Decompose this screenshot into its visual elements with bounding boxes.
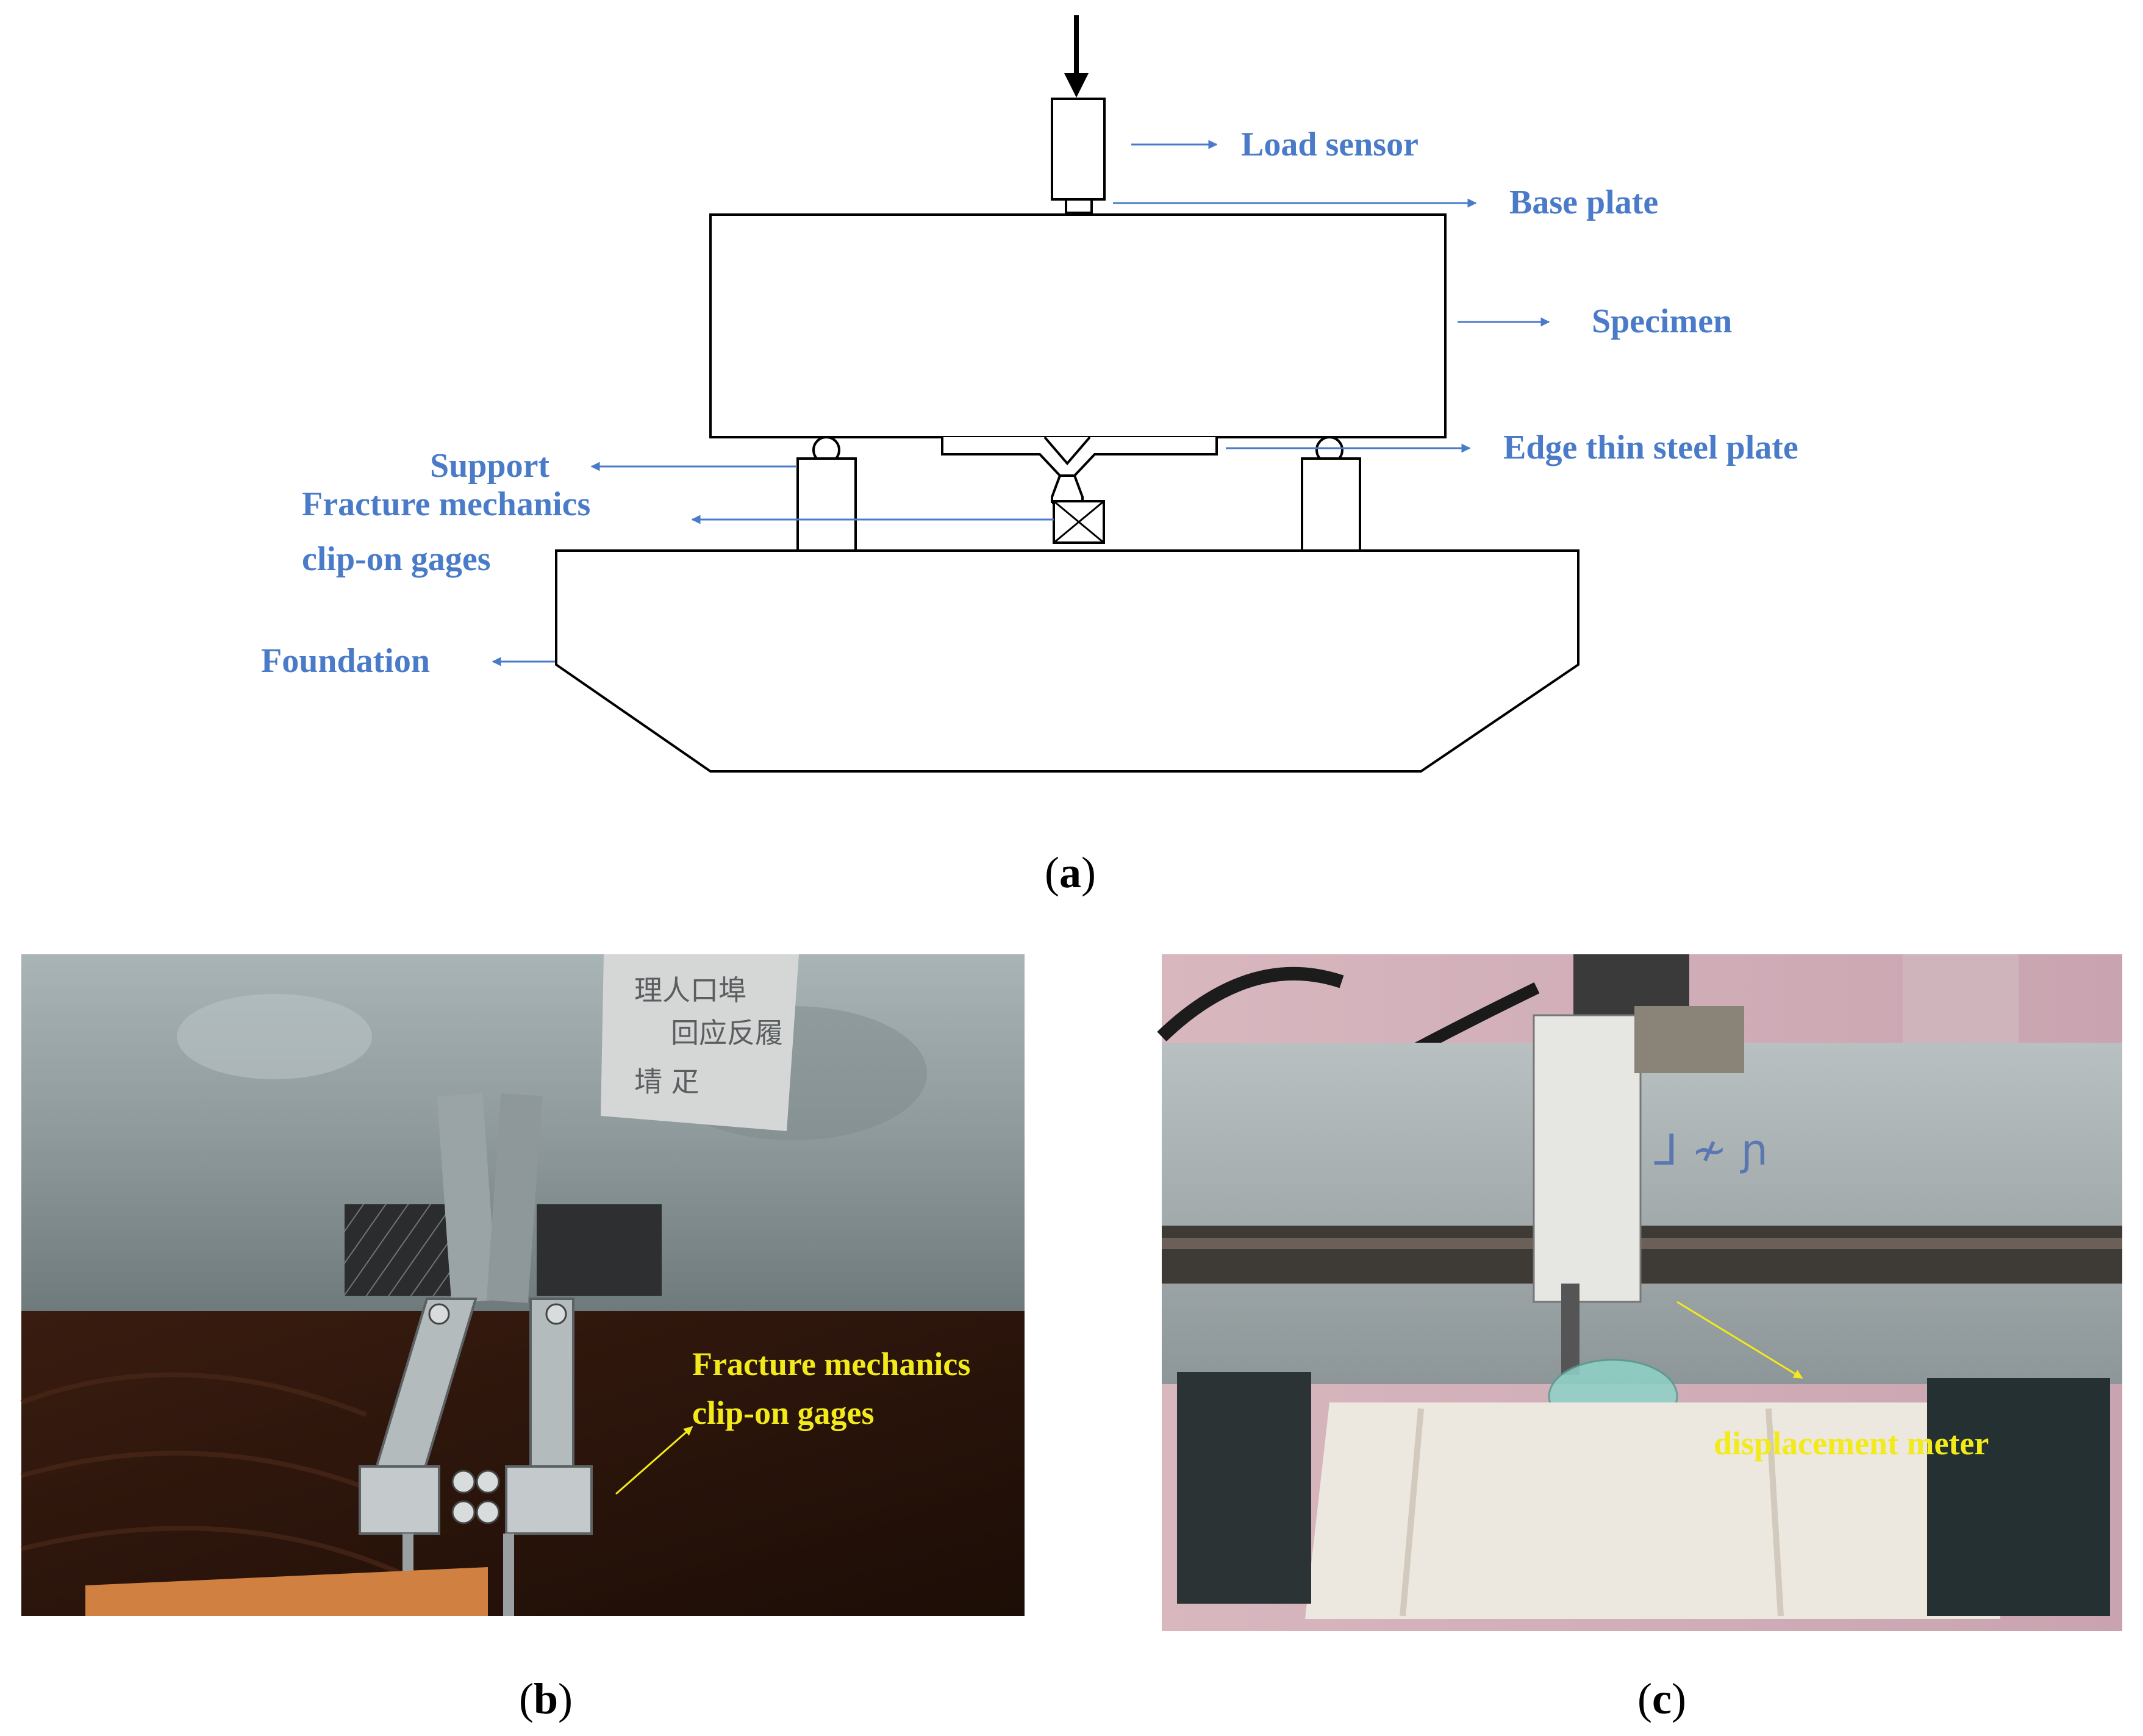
foam-base bbox=[1305, 1402, 2000, 1619]
photo-c: 上 ⅃ ≁ ɲ displacement meter bbox=[1157, 954, 2122, 1631]
concrete-specimen-beam bbox=[1162, 1043, 2122, 1384]
photo-b-label-line1: Fracture mechanics bbox=[692, 1346, 970, 1382]
steel-plate-right bbox=[537, 1204, 662, 1296]
specimen bbox=[709, 213, 1447, 438]
photo-b-label-line2: clip-on gages bbox=[692, 1395, 875, 1431]
paper-label bbox=[601, 954, 799, 1131]
steel-plate-left bbox=[345, 1204, 463, 1296]
load-sensor bbox=[1051, 98, 1106, 201]
orange-board bbox=[85, 1567, 488, 1616]
displacement-meter-body bbox=[1533, 1014, 1642, 1303]
caption-a: (a) bbox=[1045, 848, 1096, 897]
svg-text:回应反履: 回应反履 bbox=[671, 1016, 783, 1049]
svg-text:理人口埠: 理人口埠 bbox=[634, 974, 746, 1007]
foundation bbox=[555, 549, 1580, 773]
load-sensor-label: Load sensor bbox=[1241, 126, 1419, 163]
clip-gage-arm-right bbox=[529, 1298, 574, 1483]
base-plate-label: Base plate bbox=[1509, 184, 1658, 221]
notch bbox=[1043, 436, 1091, 466]
clip-gage-body bbox=[1051, 475, 1084, 504]
photo-c-label: displacement meter bbox=[1714, 1425, 1989, 1462]
knife-edge-right bbox=[486, 1093, 543, 1303]
steel-bar bbox=[1162, 1226, 2122, 1284]
support-right bbox=[1301, 457, 1361, 552]
foundation-label: Foundation bbox=[261, 642, 430, 680]
caption-b: (b) bbox=[519, 1674, 573, 1723]
load-arrowhead bbox=[1064, 73, 1089, 98]
schematic-diagram: Load sensor Base plate Specimen Edge thi… bbox=[261, 15, 1798, 773]
support-left bbox=[796, 457, 857, 552]
photo-b: 理人口埠 回应反履 埥 疋 Fracture mechanics clip-on bbox=[20, 954, 1025, 1616]
wood-base bbox=[21, 1311, 1025, 1616]
edge-thin-steel-plate-label: Edge thin steel plate bbox=[1503, 429, 1798, 466]
knife-edge-left bbox=[437, 1093, 498, 1304]
svg-text:埥 疋: 埥 疋 bbox=[634, 1065, 699, 1098]
clip-gage-label-line2: clip-on gages bbox=[302, 540, 491, 578]
specimen-label: Specimen bbox=[1592, 302, 1732, 340]
base-plate bbox=[1065, 198, 1093, 214]
support-label: Support bbox=[430, 447, 549, 485]
edge-thin-steel-plate bbox=[941, 437, 1218, 477]
caption-c: (c) bbox=[1637, 1674, 1686, 1723]
clip-gage-label-line1: Fracture mechanics bbox=[302, 485, 590, 523]
